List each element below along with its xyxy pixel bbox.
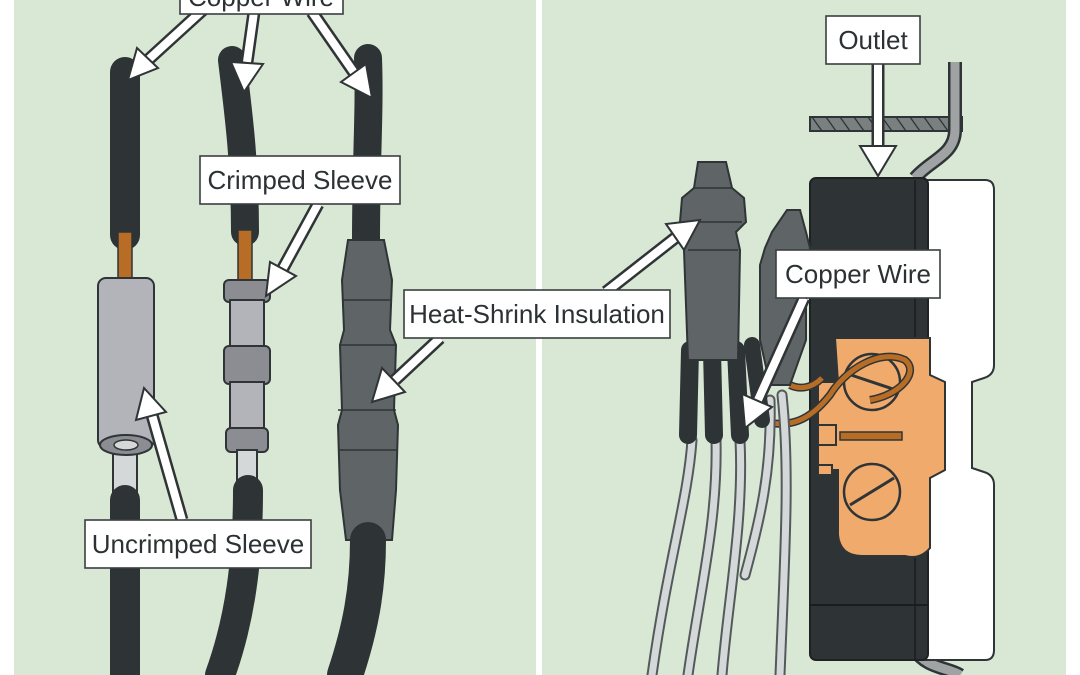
label-crimped-sleeve: Crimped Sleeve: [199, 155, 401, 205]
arrow-heatshrink-left: [370, 333, 445, 404]
label-crimped-sleeve-text: Crimped Sleeve: [208, 165, 393, 195]
label-heat-shrink: Heat-Shrink Insulation: [403, 289, 671, 339]
label-outlet-text: Outlet: [838, 25, 908, 55]
arrow-copper-2: [229, 11, 265, 95]
front-connector: [646, 161, 770, 675]
label-heat-shrink-text: Heat-Shrink Insulation: [409, 299, 665, 329]
label-copper-wire-top: Copper Wire: [179, 0, 344, 15]
label-copper-wire-top-text: Copper Wire: [188, 0, 334, 12]
arrow-outlet: [858, 64, 898, 178]
arrow-copper-right: [740, 295, 810, 430]
arrows-right: [601, 64, 898, 430]
arrow-uncrimped: [134, 385, 189, 522]
arrow-copper-1: [126, 3, 210, 82]
label-copper-wire-right: Copper Wire: [775, 249, 941, 299]
label-uncrimped-sleeve: Uncrimped Sleeve: [84, 519, 312, 569]
label-uncrimped-sleeve-text: Uncrimped Sleeve: [92, 529, 304, 559]
arrow-crimped: [264, 200, 324, 299]
arrow-heatshrink-right: [601, 218, 702, 298]
arrows-left: [126, 3, 445, 522]
arrow-copper-3: [306, 8, 374, 100]
label-outlet: Outlet: [825, 15, 921, 65]
wire-crimped: [205, 46, 271, 675]
label-copper-wire-right-text: Copper Wire: [785, 259, 931, 289]
